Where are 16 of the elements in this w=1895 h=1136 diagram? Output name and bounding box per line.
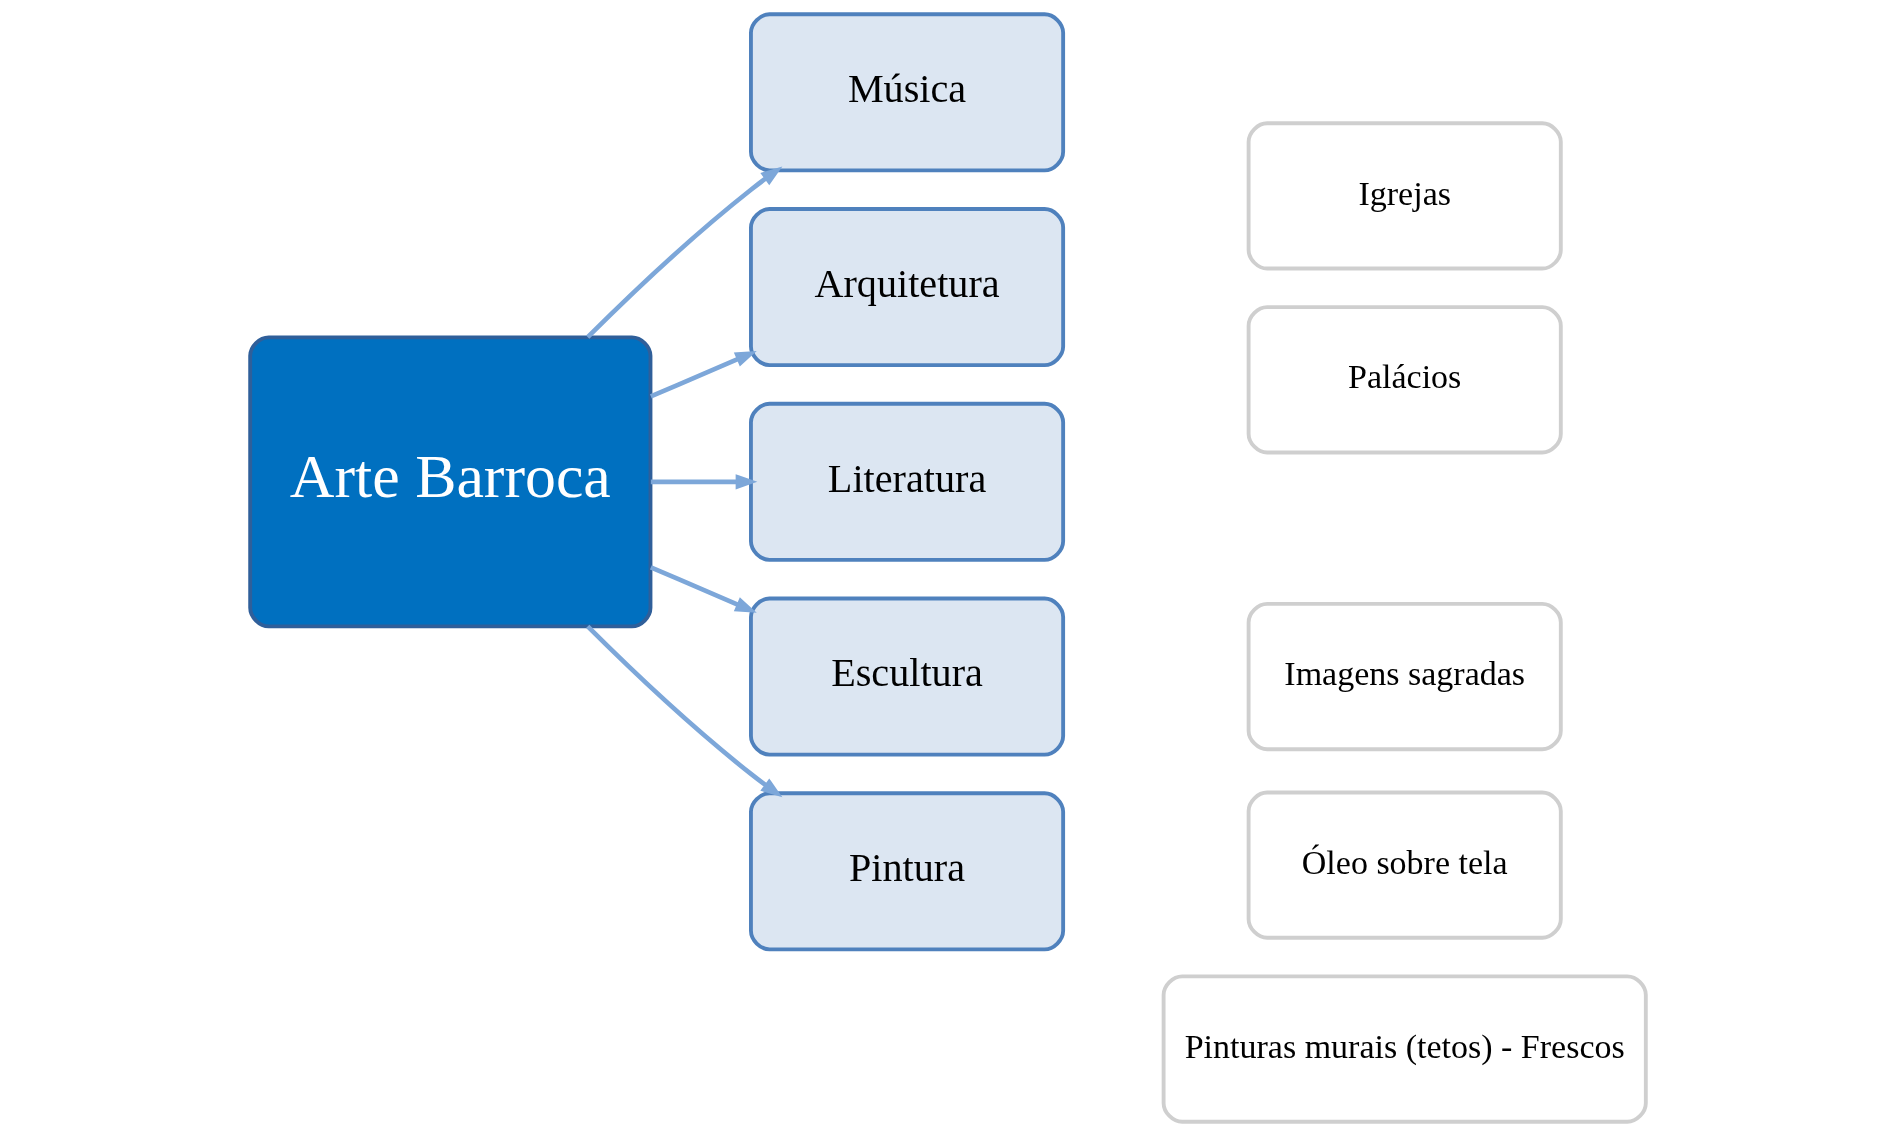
node-box: Pintura [748,791,1065,952]
arrow [650,474,757,490]
node-box: Escultura [748,596,1065,757]
node-box: Arquitetura [748,207,1065,368]
arrow [585,166,782,339]
arrow [649,565,757,613]
node-box: Literatura [748,401,1065,562]
arrow [649,350,757,399]
node-box: Imagens sagradas [1246,602,1563,752]
node-box: Pinturas murais (tetos) - Frescos [1161,974,1648,1124]
arrow [585,624,782,798]
node-box: Arte Barroca [247,335,652,629]
node-box: Óleo sobre tela [1246,790,1563,940]
node-box: Igrejas [1246,121,1563,271]
node-box: Música [748,12,1065,173]
node-box: Palácios [1246,305,1563,455]
